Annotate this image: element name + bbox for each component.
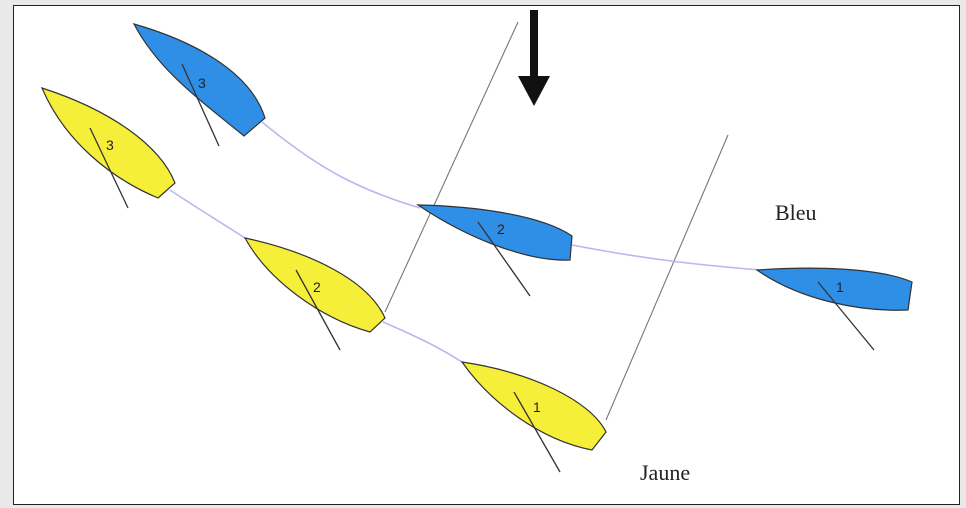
track-yellow xyxy=(169,189,463,363)
boat-number: 1 xyxy=(533,399,541,415)
boat-number: 3 xyxy=(198,75,206,91)
boat-blue-3: 3 xyxy=(132,23,266,147)
boat-yellow-2: 2 xyxy=(243,237,386,351)
label-jaune: Jaune xyxy=(640,460,690,485)
label-bleu: Bleu xyxy=(775,200,817,225)
boat-yellow-1: 1 xyxy=(460,361,607,473)
track-blue xyxy=(261,121,761,271)
boat-number: 3 xyxy=(106,137,114,153)
boat-number: 2 xyxy=(497,221,505,237)
boat-number: 1 xyxy=(836,279,844,295)
line-yellow1-to-top xyxy=(605,134,729,421)
arrow-down-icon xyxy=(518,10,550,106)
boat-blue-1: 1 xyxy=(755,267,913,351)
boat-blue-2: 2 xyxy=(415,204,573,297)
boat-yellow-3: 3 xyxy=(40,87,176,209)
boat-number: 2 xyxy=(313,279,321,295)
line-yellow2-to-top xyxy=(384,21,519,313)
diagram-frame xyxy=(13,5,960,505)
